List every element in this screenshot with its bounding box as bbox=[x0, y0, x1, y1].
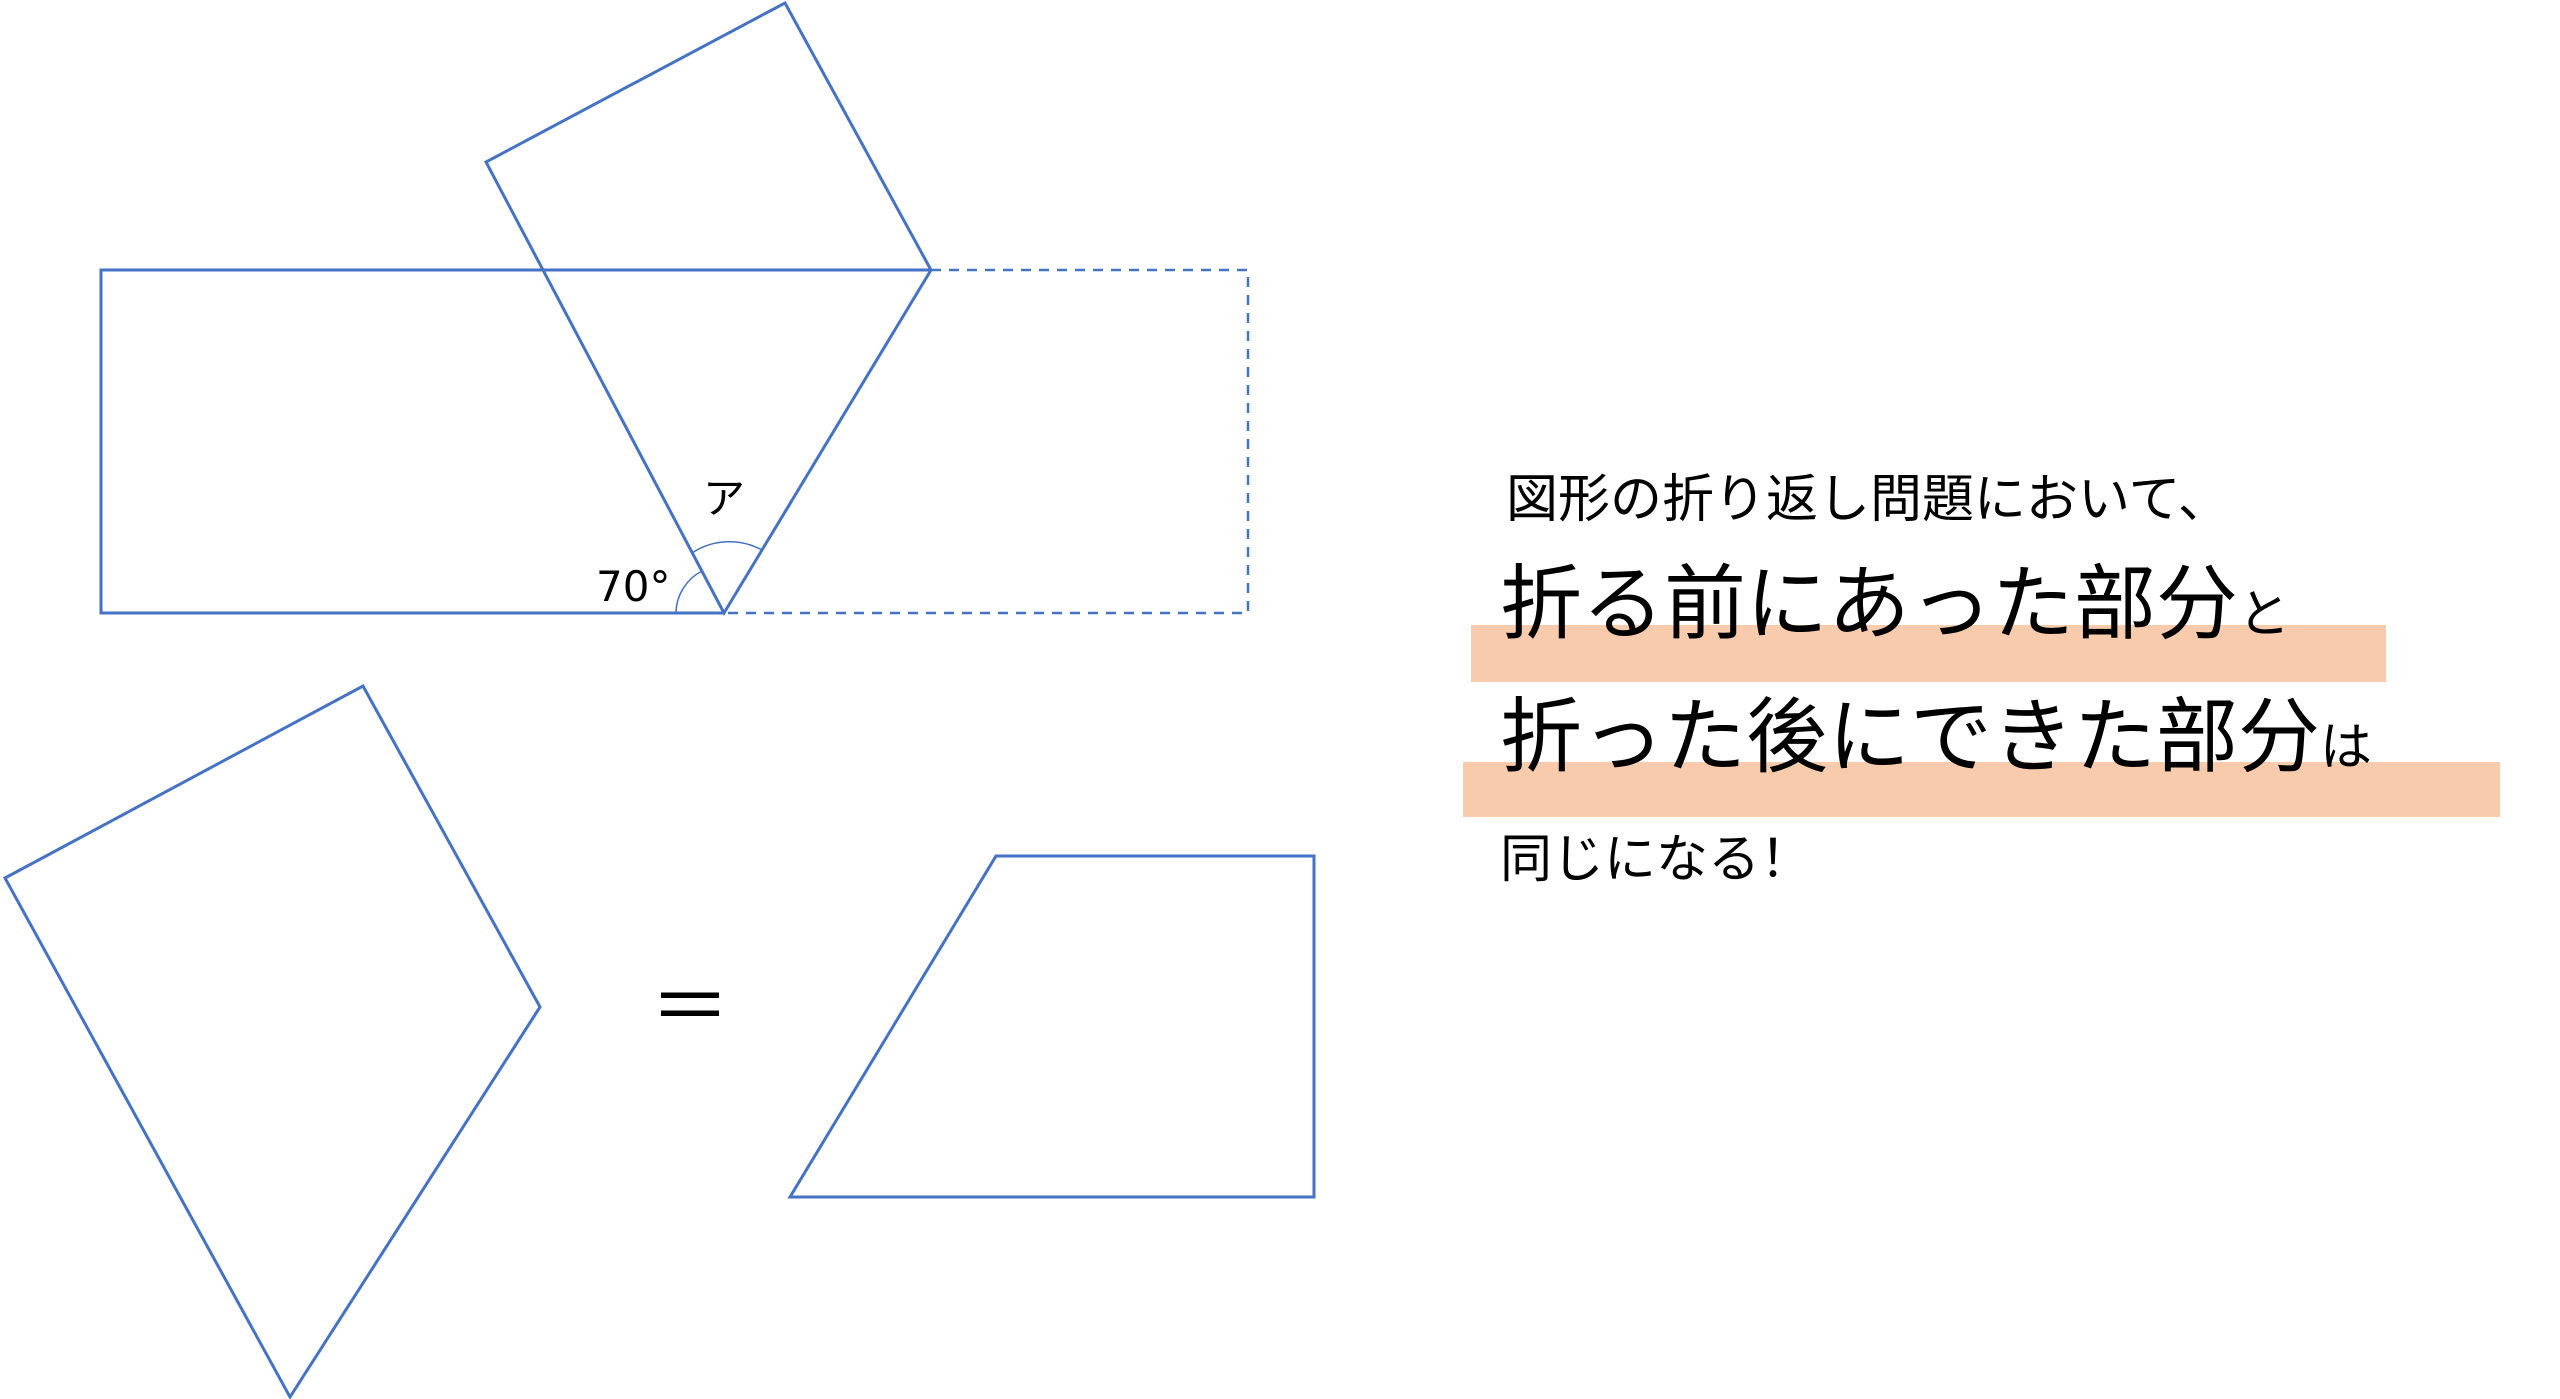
explanation-line4: 同じになる！ bbox=[1500, 830, 1813, 890]
explanation-line3-tail: は bbox=[2320, 718, 2373, 778]
angle-arc-a bbox=[691, 540, 763, 554]
angle-label-a: ア bbox=[703, 474, 746, 523]
highlight-1 bbox=[1471, 625, 2386, 682]
equals-sign: ＝ bbox=[650, 961, 730, 1054]
explanation-line3-main: 折った後にできた部分 bbox=[1500, 690, 2321, 785]
flap-shape bbox=[2, 683, 542, 1399]
angle-label-70: 70° bbox=[596, 562, 671, 611]
explanation-line2-main: 折る前にあった部分 bbox=[1500, 557, 2239, 652]
paper-rectangle bbox=[99, 268, 931, 615]
explanation-line2: 折る前にあった部分と bbox=[1500, 564, 2290, 646]
folded-flap bbox=[483, 0, 933, 617]
explanation-line2-tail: と bbox=[2238, 585, 2291, 645]
explanation-line1: 図形の折り返し問題において、 bbox=[1506, 470, 2230, 530]
highlight-2 bbox=[1463, 762, 2500, 817]
explanation-line3: 折った後にできた部分は bbox=[1500, 697, 2372, 779]
original-position-dashed bbox=[724, 268, 1250, 615]
angle-arc-70 bbox=[675, 570, 703, 614]
trapezoid-shape bbox=[787, 854, 1316, 1199]
